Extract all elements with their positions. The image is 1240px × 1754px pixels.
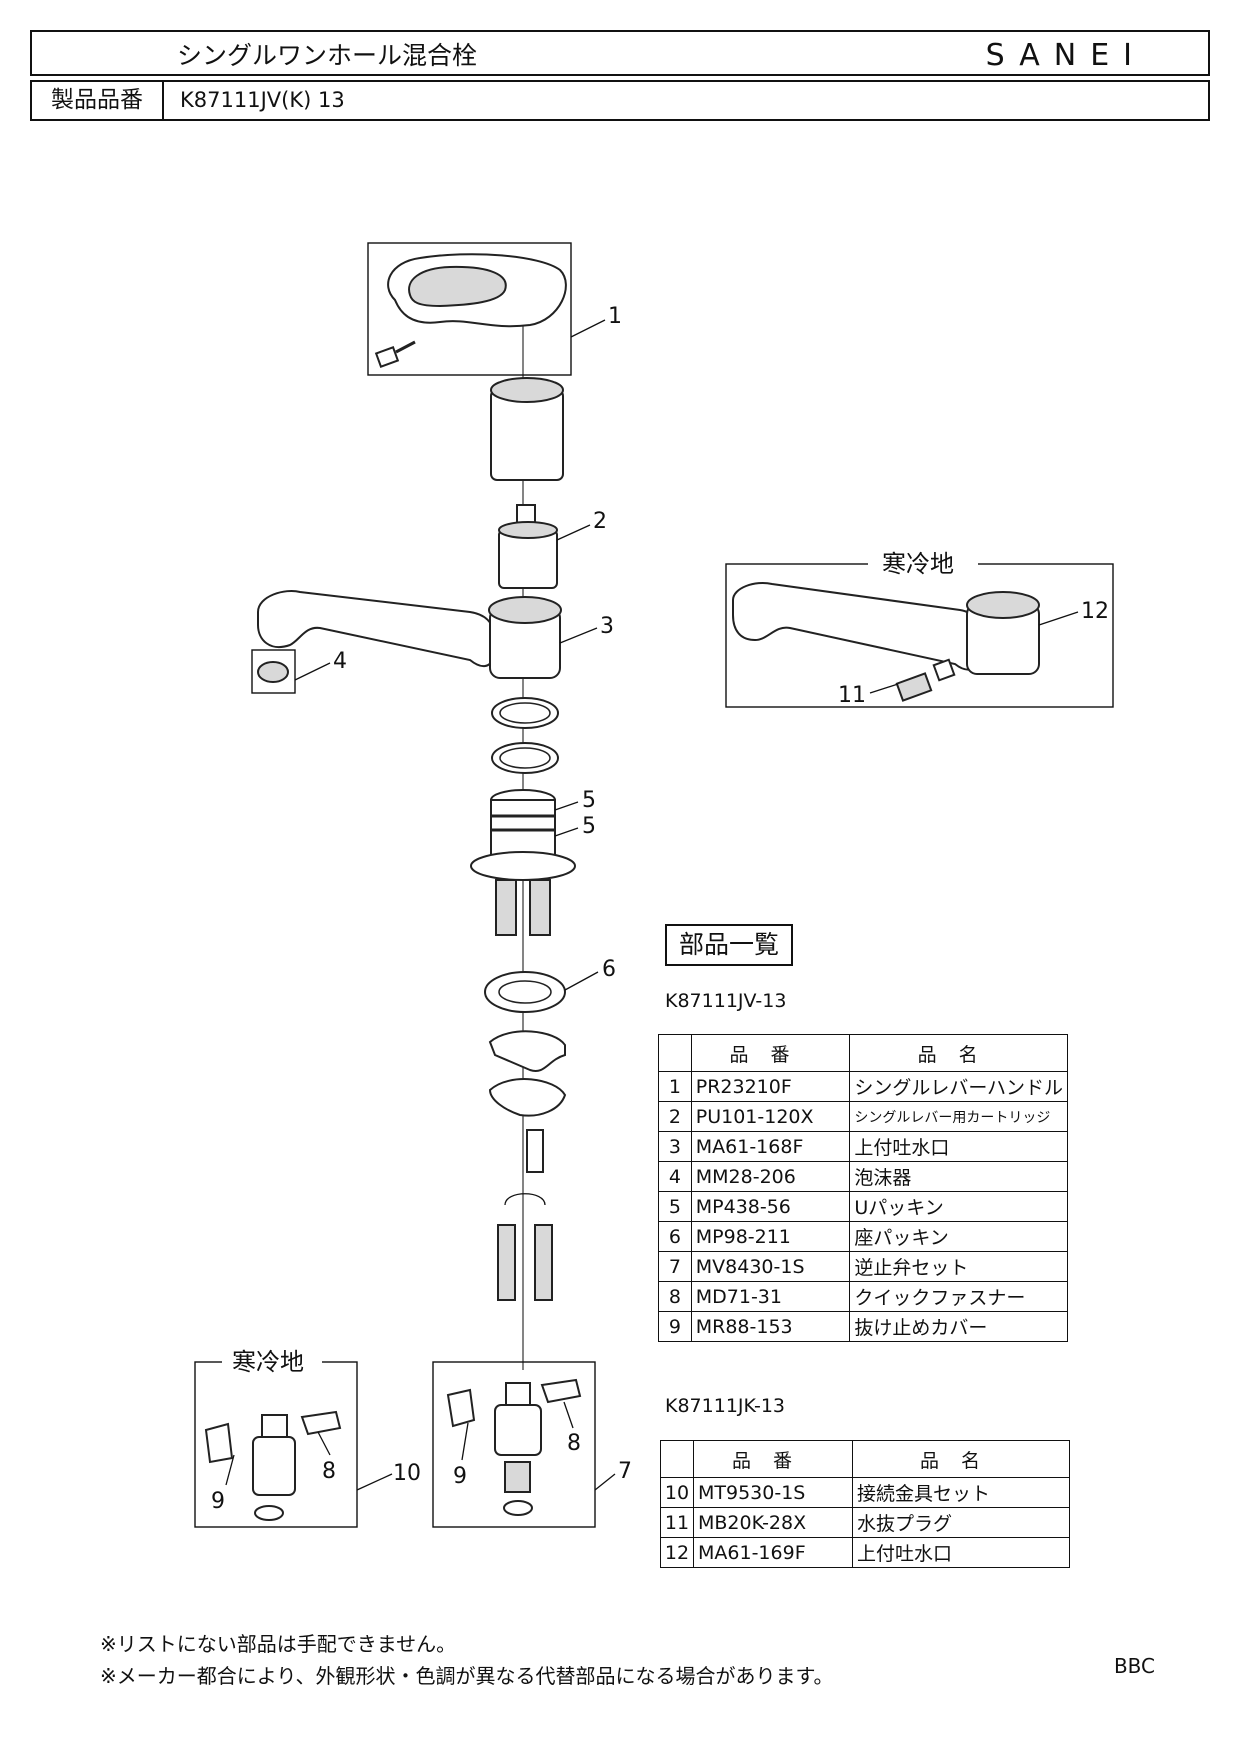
callout-2: 2 [593,509,607,534]
supply-hoses [497,1193,553,1301]
connection-fitting-set [204,1410,342,1521]
cold-region-spout [732,582,1040,675]
parts-list-heading: 部品一覧 [665,924,793,966]
leader-lines [225,319,1079,1491]
table1-model: K87111JV-13 [665,990,787,1012]
callout-5b: 5 [582,814,596,839]
valve-body [470,789,576,936]
handle-inset-frame [367,242,572,376]
product-number-bar: 製品品番 K87111JV(K) 13 [30,80,1210,121]
drain-plug [895,658,956,702]
callout-5a: 5 [582,788,596,813]
cartridge [498,504,558,589]
document-code: BBC [1113,1654,1155,1678]
seat-packing [484,971,566,1013]
check-valve-inset-frame [432,1361,596,1528]
col-header-code: 品番 [693,1440,853,1478]
callout-8-left: 8 [322,1459,336,1484]
table2-model: K87111JK-13 [665,1395,786,1417]
brand-logo: SANEI [985,38,1146,73]
o-rings [491,697,559,774]
callout-4: 4 [333,649,347,674]
col-header-name: 品名 [852,1440,1070,1478]
title-bar: シングルワンホール混合栓 SANEI [30,30,1210,76]
cold-region-label-left: 寒冷地 [232,1348,304,1376]
aerator-inset-frame [251,649,296,694]
col-header-code: 品番 [690,1034,851,1072]
callout-10: 10 [393,1461,421,1486]
callout-7: 7 [618,1459,632,1484]
product-number-value: K87111JV(K) 13 [180,88,345,112]
inset-label-bg-right [868,552,978,578]
inset-label-bg [222,1350,322,1376]
callout-9-right: 9 [453,1464,467,1489]
callout-3: 3 [600,614,614,639]
aerator [257,661,289,683]
handle-cap [490,377,564,481]
callout-1: 1 [608,304,622,329]
callout-9-left: 9 [211,1489,225,1514]
spout [257,590,562,679]
product-number-label: 製品品番 [32,82,164,119]
lever-handle [374,253,567,368]
callout-8-right: 8 [567,1431,581,1456]
mounting-plates [488,1030,567,1173]
callout-11: 11 [838,683,866,708]
note-2: ※メーカー都合により、外観形状・色調が異なる代替部品になる場合があります。 [100,1664,834,1688]
cold-region-label-right: 寒冷地 [882,550,954,578]
callout-12: 12 [1081,599,1109,624]
col-header-name: 品名 [849,1034,1068,1072]
check-valve-set [446,1378,582,1516]
note-1: ※リストにない部品は手配できません。 [100,1632,457,1656]
table-header-row: 品番 品名 [658,1034,1068,1072]
page-title: シングルワンホール混合栓 [177,41,478,70]
table-header-row: 品番 品名 [660,1440,1070,1478]
callout-6: 6 [602,957,616,982]
